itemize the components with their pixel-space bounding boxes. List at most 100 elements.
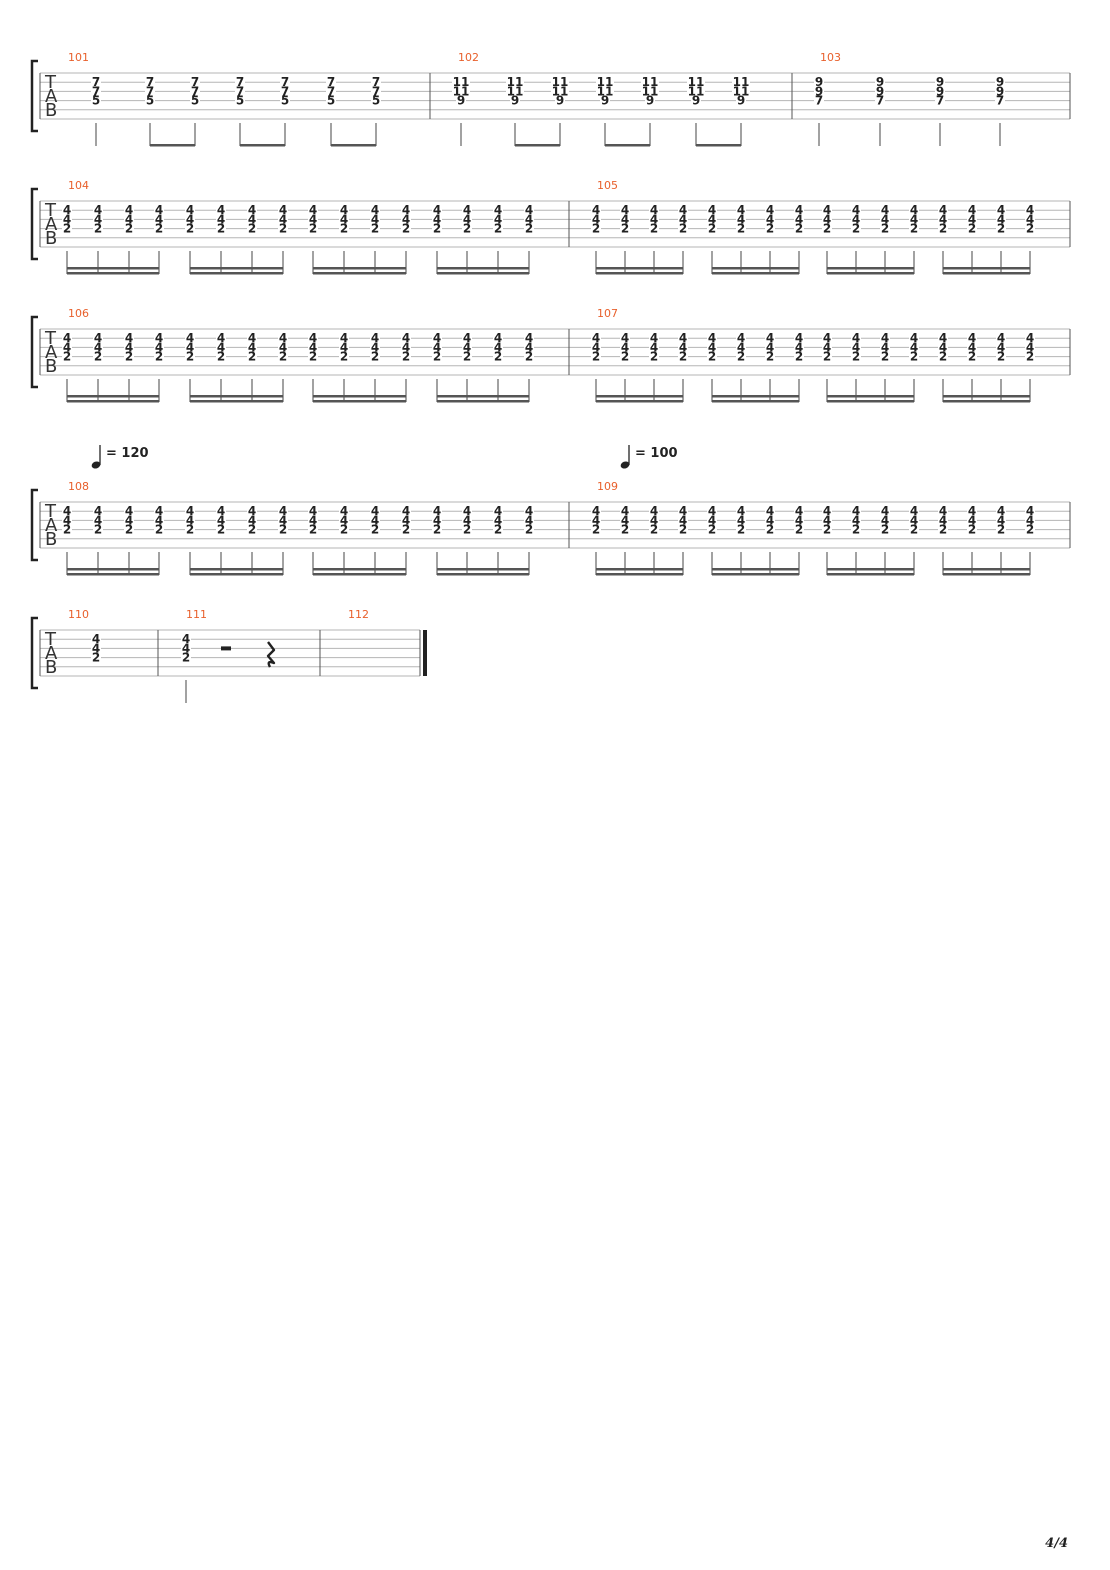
fret-number: 2 (881, 523, 889, 537)
sixteenth-beam (67, 272, 159, 275)
fret-mask (938, 524, 948, 535)
sixteenth-beam (67, 267, 159, 270)
fret-mask (339, 205, 349, 216)
fret-mask (736, 95, 746, 106)
chord: 442 (124, 203, 134, 274)
fret-number: 4 (340, 203, 348, 217)
chord: 442 (278, 203, 288, 274)
fret-number: 4 (650, 504, 658, 518)
fret-mask (649, 515, 659, 526)
fret-mask (938, 333, 948, 344)
fret-mask (591, 515, 601, 526)
fret-number: 2 (737, 222, 745, 236)
fret-number: 4 (997, 340, 1005, 354)
fret-mask (308, 351, 318, 362)
fret-mask (794, 342, 804, 353)
fret-number: 4 (248, 331, 256, 345)
fret-number: 2 (125, 350, 133, 364)
fret-number: 2 (155, 523, 163, 537)
fret-number: 4 (910, 331, 918, 345)
fret-mask (124, 223, 134, 234)
fret-number: 4 (910, 340, 918, 354)
fret-number: 4 (737, 504, 745, 518)
fret-number: 4 (939, 340, 947, 354)
fret-mask (736, 524, 746, 535)
sixteenth-beam (67, 395, 159, 398)
fret-number: 4 (279, 504, 287, 518)
chord: 442 (93, 504, 103, 575)
tab-clef-letter: A (45, 214, 58, 235)
fret-mask (308, 223, 318, 234)
chord: 442 (524, 331, 534, 402)
chord: 442 (996, 203, 1006, 274)
chord: 442 (247, 203, 257, 274)
tab-clef-letter: A (45, 342, 58, 363)
fret-number: 2 (525, 350, 533, 364)
chord: 442 (124, 504, 134, 575)
fret-mask (938, 223, 948, 234)
fret-mask (93, 223, 103, 234)
chord: 442 (707, 504, 717, 575)
fret-mask (938, 342, 948, 353)
fret-number: 4 (94, 504, 102, 518)
fret-mask (794, 524, 804, 535)
fret-mask (371, 95, 381, 106)
fret-number: 4 (186, 331, 194, 345)
fret-mask (462, 524, 472, 535)
fret-number: 4 (910, 513, 918, 527)
fret-number: 2 (279, 222, 287, 236)
fret-number: 4 (402, 203, 410, 217)
fret-mask (247, 214, 257, 225)
tempo-marking: = 120 (91, 445, 149, 469)
fret-number: 4 (852, 331, 860, 345)
chord: 442 (462, 203, 472, 274)
fret-number: 4 (621, 340, 629, 354)
fret-mask (591, 524, 601, 535)
fret-mask (185, 223, 195, 234)
fret-mask (909, 524, 919, 535)
fret-number: 11 (453, 75, 470, 89)
fret-number: 4 (494, 331, 502, 345)
fret-mask (524, 506, 534, 517)
fret-number: 4 (248, 504, 256, 518)
fret-mask (247, 506, 257, 517)
chord: 442 (493, 203, 503, 274)
fret-number: 2 (186, 350, 194, 364)
fret-mask (432, 524, 442, 535)
fret-mask (185, 205, 195, 216)
fret-number: 4 (766, 513, 774, 527)
fret-number: 4 (94, 340, 102, 354)
fret-number: 4 (433, 203, 441, 217)
fret-number: 4 (155, 504, 163, 518)
chord: 442 (1025, 504, 1035, 575)
fret-mask (687, 77, 705, 88)
fret-number: 4 (340, 331, 348, 345)
fret-mask (620, 524, 630, 535)
fret-number: 4 (186, 212, 194, 226)
sixteenth-beam (943, 267, 1030, 270)
sixteenth-beam (943, 272, 1030, 275)
chord: 442 (851, 504, 861, 575)
sixteenth-beam (827, 267, 914, 270)
fret-number: 2 (1026, 222, 1034, 236)
fret-mask (247, 524, 257, 535)
fret-number: 2 (881, 222, 889, 236)
fret-number: 7 (372, 84, 380, 98)
fret-mask (216, 205, 226, 216)
fret-number: 4 (1026, 212, 1034, 226)
fret-mask (216, 351, 226, 362)
fret-mask (620, 214, 630, 225)
fret-number: 2 (94, 523, 102, 537)
fret-mask (371, 77, 381, 88)
fret-number: 5 (92, 94, 100, 108)
fret-mask (370, 351, 380, 362)
fret-mask (339, 333, 349, 344)
fret-number: 4 (463, 212, 471, 226)
fret-mask (401, 524, 411, 535)
fret-mask (641, 77, 659, 88)
fret-mask (216, 515, 226, 526)
fret-mask (822, 223, 832, 234)
fret-number: 4 (997, 331, 1005, 345)
fret-mask (190, 86, 200, 97)
